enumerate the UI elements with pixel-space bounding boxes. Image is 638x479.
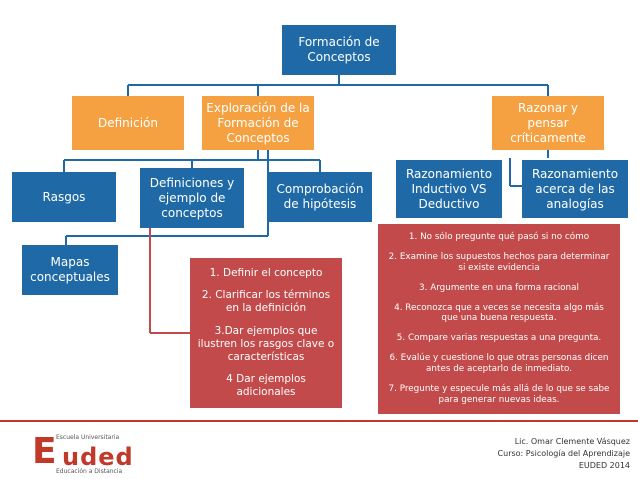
euded-logo: E Escuela Universitaria uded Educación a…: [32, 431, 212, 476]
footer-divider: [0, 420, 638, 422]
node-rasgos: Rasgos: [12, 172, 116, 222]
critical-item: 2. Examine los supuestos hechos para det…: [388, 252, 610, 274]
node-definicion: Definición: [72, 96, 184, 150]
node-label: Definición: [98, 115, 158, 130]
footer-course: Curso: Psicología del Aprendizaje: [497, 449, 630, 458]
node-analogias: Razonamiento acerca de las analogías: [522, 160, 628, 218]
node-definiciones-ejemplos: Definiciones y ejemplo de conceptos: [140, 168, 244, 228]
node-label: Comprobación de hipótesis: [276, 182, 364, 211]
step-item: 1. Definir el concepto: [209, 266, 323, 279]
step-item: 2. Clarificar los términos en la definic…: [201, 289, 331, 315]
node-label: Mapas conceptuales: [30, 255, 110, 284]
node-label: Definiciones y ejemplo de conceptos: [149, 175, 235, 220]
step-item: 4 Dar ejemplos adicionales: [226, 373, 306, 399]
node-label: Exploración de la Formación de Conceptos: [206, 100, 310, 145]
node-formacion-conceptos: Formación de Conceptos: [282, 25, 396, 75]
steps-list: 1. Definir el concepto 2. Clarificar los…: [190, 258, 342, 408]
node-label: Formación de Conceptos: [298, 35, 380, 64]
node-label: Razonamiento acerca de las analogías: [531, 166, 619, 211]
node-inductivo-deductivo: Razonamiento Inductivo VS Deductivo: [396, 160, 502, 218]
footer-author: Lic. Omar Clemente Vásquez: [514, 437, 630, 446]
footer-org: EUDED 2014: [578, 461, 630, 470]
node-label: Rasgos: [42, 189, 86, 204]
step-item: 3.Dar ejemplos que ilustren los rasgos c…: [197, 324, 335, 363]
critical-item: 4. Reconozca que a veces se necesita alg…: [394, 302, 604, 324]
critical-item: 6. Evalúe y cuestione lo que otras perso…: [389, 352, 609, 374]
critical-item: 7. Pregunte y especule más allá de lo qu…: [388, 383, 610, 405]
critical-item: 5. Compare varias respuestas a una pregu…: [396, 333, 602, 344]
logo-name: uded: [62, 443, 134, 471]
node-label: Razonar y pensar críticamente: [510, 100, 586, 145]
logo-top-text: Escuela Universitaria: [56, 434, 120, 441]
logo-letter: E: [32, 431, 57, 472]
critical-item: 3. Argumente en una forma racional: [419, 282, 579, 293]
node-label: Razonamiento Inductivo VS Deductivo: [405, 166, 493, 211]
critical-thinking-list: 1. No sólo pregunte qué pasó si no cómo …: [378, 224, 620, 414]
node-razonar: Razonar y pensar críticamente: [492, 96, 604, 150]
footer-credits: Lic. Omar Clemente Vásquez Curso: Psicol…: [498, 436, 630, 472]
node-exploracion: Exploración de la Formación de Conceptos: [202, 96, 314, 150]
node-comprobacion: Comprobación de hipótesis: [268, 172, 372, 222]
logo-bottom-text: Educación a Distancia: [56, 468, 123, 475]
node-mapas-conceptuales: Mapas conceptuales: [22, 245, 118, 295]
critical-item: 1. No sólo pregunte qué pasó si no cómo: [408, 232, 590, 243]
